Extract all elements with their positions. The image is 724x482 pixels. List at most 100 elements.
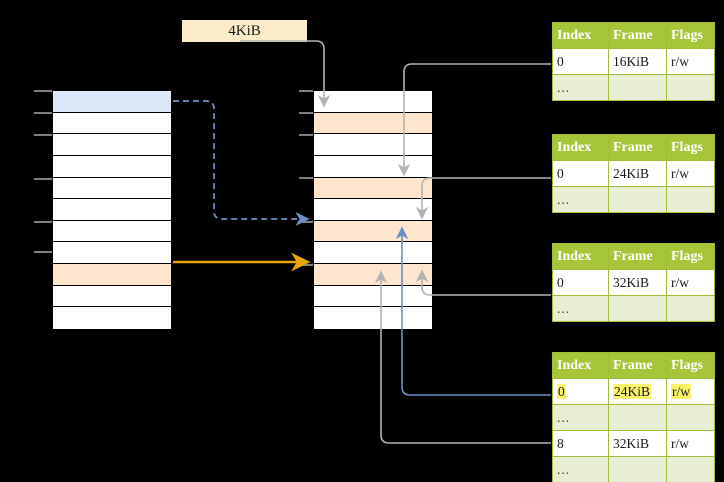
cell-index: 8 — [552, 430, 609, 457]
virtual-memory-row — [53, 220, 171, 243]
tick-mark — [299, 177, 313, 179]
cell-index: 0 — [552, 378, 609, 405]
column-header-frame: Frame — [608, 352, 667, 379]
table-row: ... — [552, 456, 715, 482]
virtual-memory-row — [53, 177, 171, 200]
cell-index: ... — [552, 404, 609, 431]
cell-frame: 16KiB — [608, 48, 667, 75]
tick-mark — [299, 112, 313, 114]
physical-memory-row — [314, 112, 432, 135]
physical-memory-row — [314, 199, 432, 221]
virtual-memory-row — [53, 264, 171, 286]
cell-index: ... — [552, 186, 609, 213]
cell-index: 0 — [552, 160, 609, 187]
highlighted-value: r/w — [671, 383, 691, 399]
virtual-memory-row — [53, 91, 171, 113]
cell-flags — [666, 74, 715, 101]
virtual-memory-row — [53, 112, 171, 135]
column-header-index: Index — [552, 243, 609, 270]
cell-flags: r/w — [666, 269, 715, 296]
cell-flags — [666, 456, 715, 482]
cell-frame — [608, 74, 667, 101]
label-chip-text: 4KiB — [228, 23, 261, 39]
cell-index: ... — [552, 295, 609, 322]
column-header-index: Index — [552, 22, 609, 49]
cell-flags — [666, 404, 715, 431]
physical-memory-row — [314, 155, 432, 178]
cell-flags: r/w — [666, 430, 715, 457]
cell-index: ... — [552, 74, 609, 101]
physical-memory-row — [314, 264, 432, 286]
cell-flags — [666, 186, 715, 213]
tick-mark — [34, 112, 52, 114]
cell-flags: r/w — [666, 378, 715, 405]
physical-memory-row — [314, 242, 432, 264]
cell-frame — [608, 456, 667, 482]
table-row: ... — [552, 74, 715, 101]
table-row: ... — [552, 295, 715, 322]
cell-frame: 24KiB — [608, 160, 667, 187]
tick-mark — [34, 90, 52, 92]
wire-table3-to-physical — [415, 269, 551, 296]
physical-memory-row — [314, 307, 432, 329]
cell-frame — [608, 404, 667, 431]
table-row: ... — [552, 186, 715, 213]
physical-memory-row — [314, 285, 432, 308]
tick-mark — [299, 134, 313, 136]
virtual-memory-row — [53, 199, 171, 221]
column-header-frame: Frame — [608, 243, 667, 270]
wire-4kib-to-physical — [240, 40, 331, 108]
column-header-flags: Flags — [666, 134, 715, 161]
physical-memory-row — [314, 220, 432, 243]
cell-frame: 32KiB — [608, 269, 667, 296]
cell-index: ... — [552, 456, 609, 482]
cell-flags: r/w — [666, 48, 715, 75]
cell-frame — [608, 295, 667, 322]
tick-mark — [34, 134, 52, 136]
cell-index: 0 — [552, 48, 609, 75]
highlighted-value: 0 — [557, 383, 566, 399]
column-header-flags: Flags — [666, 22, 715, 49]
physical-memory-column — [313, 90, 433, 330]
table-row: ... — [552, 404, 715, 431]
tick-mark — [34, 178, 52, 180]
column-header-frame: Frame — [608, 134, 667, 161]
cell-frame: 24KiB — [608, 378, 667, 405]
tick-mark — [34, 251, 52, 253]
table-row: 0 24KiB r/w — [552, 378, 715, 405]
virtual-memory-row — [53, 155, 171, 178]
tick-mark — [34, 221, 52, 223]
tick-mark — [299, 221, 313, 223]
cell-frame: 32KiB — [608, 430, 667, 457]
column-header-frame: Frame — [608, 22, 667, 49]
physical-memory-row — [314, 91, 432, 113]
virtual-memory-row — [53, 134, 171, 156]
physical-memory-row — [314, 134, 432, 156]
tick-mark — [299, 264, 313, 266]
highlighted-value: 24KiB — [613, 383, 652, 399]
column-header-flags: Flags — [666, 243, 715, 270]
cell-flags: r/w — [666, 160, 715, 187]
cell-flags — [666, 295, 715, 322]
cell-frame — [608, 186, 667, 213]
wire-table2-to-physical — [415, 177, 551, 220]
physical-memory-row — [314, 177, 432, 200]
wire-blue-dashed-virtual-to-physical — [173, 100, 310, 227]
column-header-flags: Flags — [666, 352, 715, 379]
column-header-index: Index — [552, 134, 609, 161]
